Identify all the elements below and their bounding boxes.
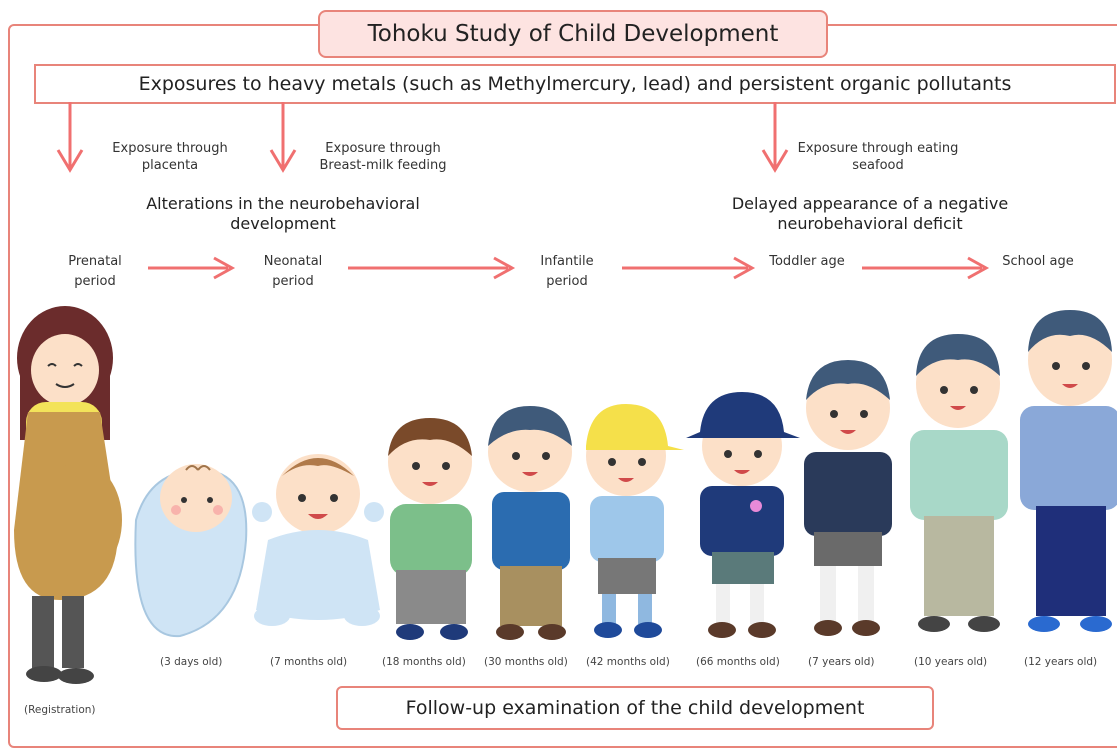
exposure-header-text: Exposures to heavy metals (such as Methy… (138, 73, 1012, 95)
followup-text: Follow-up examination of the child devel… (405, 697, 865, 719)
followup-box: Follow-up examination of the child devel… (336, 686, 934, 730)
infant-illustration (252, 454, 384, 626)
exposure-header-box: Exposures to heavy metals (such as Methy… (34, 64, 1116, 104)
age-10years: (10 years old) (914, 656, 988, 668)
age-7years: (7 years old) (808, 656, 875, 668)
diagram-title: Tohoku Study of Child Development (318, 10, 828, 58)
down-arrow-seafood (761, 102, 789, 173)
age-30months: (30 months old) (484, 656, 568, 668)
timeline-arrow-3 (622, 256, 756, 280)
characters-layer (14, 306, 1117, 684)
age-registration: (Registration) (24, 704, 96, 716)
route-label-breastmilk: Exposure through Breast-milk feeding (319, 141, 447, 173)
age-18months: (18 months old) (382, 656, 466, 668)
period-infantile: Infantile period (540, 254, 594, 289)
newborn-illustration (134, 464, 248, 638)
age-3days: (3 days old) (160, 656, 223, 668)
down-arrow-placenta (56, 102, 84, 173)
down-arrow-breastmilk (269, 102, 297, 173)
child-10y-illustration (910, 334, 1008, 632)
mother-illustration (14, 306, 122, 684)
route-label-seafood: Exposure through eating seafood (797, 141, 959, 173)
period-school: School age (1002, 254, 1074, 269)
child-7y-illustration (804, 360, 892, 636)
age-12years: (12 years old) (1024, 656, 1098, 668)
timeline-arrow-2 (348, 256, 516, 280)
age-42months: (42 months old) (586, 656, 670, 668)
period-neonatal: Neonatal period (263, 254, 323, 289)
route-label-placenta: Exposure through placenta (112, 141, 228, 173)
age-7months: (7 months old) (270, 656, 348, 668)
period-toddler: Toddler age (769, 254, 845, 269)
period-prenatal: Prenatal period (68, 254, 122, 289)
child-12y-illustration (1020, 310, 1117, 632)
effect-right: Delayed appearance of a negative neurobe… (731, 194, 1009, 233)
child-42mo-illustration (586, 404, 684, 638)
timeline-arrow-1 (148, 256, 236, 280)
arrows-layer (56, 102, 990, 280)
toddler-18mo-illustration (388, 418, 472, 640)
toddler-30mo-illustration (488, 406, 572, 640)
title-text: Tohoku Study of Child Development (367, 21, 779, 47)
timeline-arrow-4 (862, 256, 990, 280)
child-66mo-illustration (686, 392, 800, 638)
effect-left: Alterations in the neurobehavioral devel… (146, 194, 420, 233)
age-66months: (66 months old) (696, 656, 780, 668)
